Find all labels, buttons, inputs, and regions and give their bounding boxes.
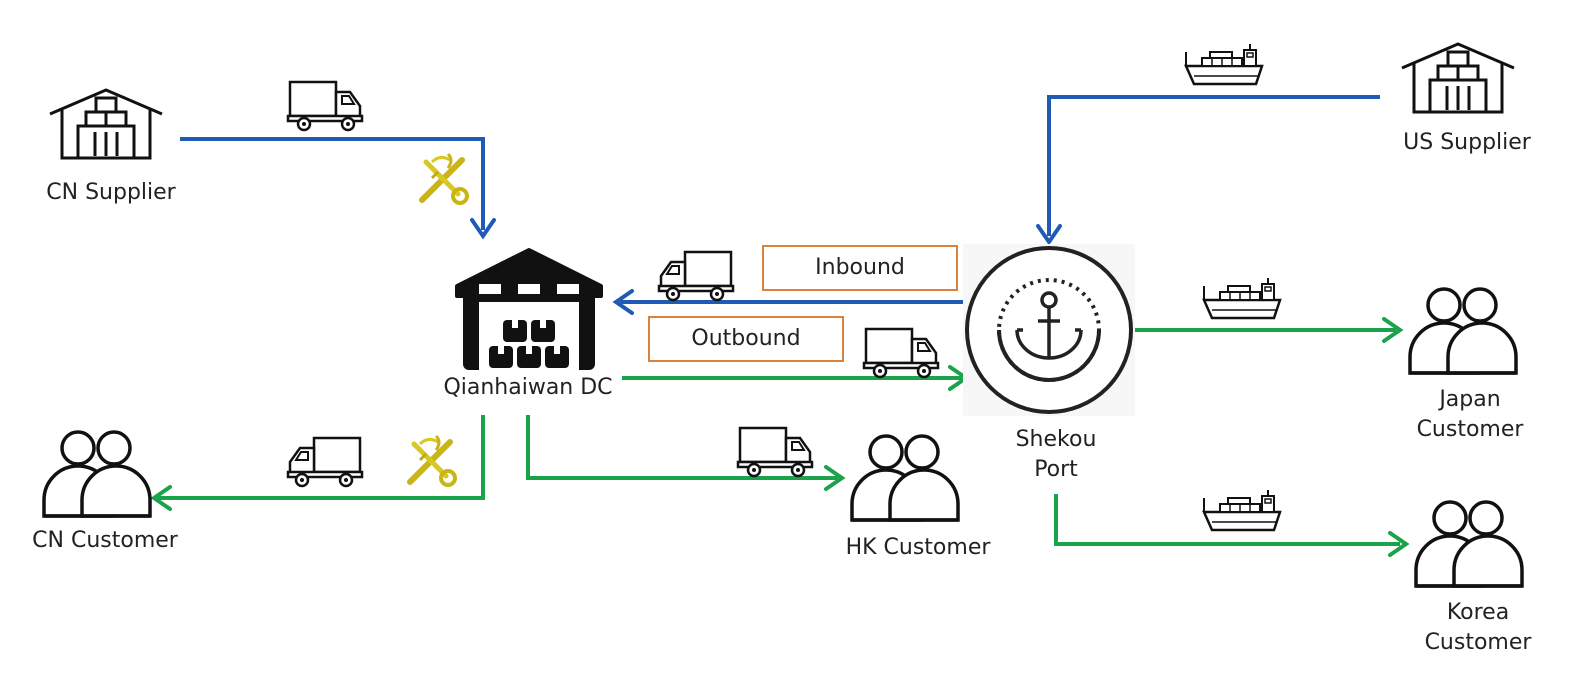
japan-customer-label-line1: Japan	[1439, 387, 1501, 412]
arrowhead	[612, 289, 634, 315]
port-label-line1: Shekou	[1015, 427, 1097, 452]
cn-customer-label: CN Customer	[32, 528, 178, 553]
arrowhead	[150, 485, 172, 511]
arrowhead	[470, 218, 496, 240]
korea-customer-label-line1: Korea	[1446, 600, 1510, 625]
ship-icon	[1202, 276, 1282, 320]
arrowhead	[824, 465, 846, 491]
ship-icon	[1184, 42, 1264, 86]
truck-icon	[657, 250, 735, 302]
truck-icon	[286, 436, 364, 488]
edge-dc-to-cn-customer	[150, 415, 485, 511]
japan-customer-label-line2: Customer	[1416, 417, 1524, 442]
inbound-label-box: Inbound	[762, 245, 958, 291]
edge-port-to-korea-customer	[1054, 494, 1410, 557]
edge-port-to-japan-customer	[1134, 317, 1404, 343]
customs-icon	[410, 436, 455, 485]
cn-customer-people-icon	[42, 430, 152, 518]
distribution-center-icon	[455, 248, 603, 370]
edge-port-to-dc-inbound	[612, 289, 966, 315]
edge-dc-to-port-outbound	[622, 365, 970, 391]
anchor-icon	[963, 244, 1135, 416]
us-supplier-label: US Supplier	[1403, 130, 1531, 155]
outbound-label-box: Outbound	[648, 316, 844, 362]
ship-icon	[1202, 488, 1282, 532]
dc-label: Qianhaiwan DC	[443, 375, 613, 400]
truck-icon	[736, 426, 814, 478]
arrowhead	[1382, 317, 1404, 343]
edge-cn-supplier-to-dc	[180, 137, 496, 240]
arrowhead	[1388, 531, 1410, 557]
arrowhead	[1036, 224, 1062, 246]
japan-customer-people-icon	[1408, 287, 1518, 375]
customs-icon	[422, 154, 467, 203]
port-label-line2: Port	[1034, 457, 1078, 482]
hk-customer-people-icon	[850, 434, 960, 522]
us-supplier-warehouse-icon	[1400, 42, 1516, 114]
edge-us-supplier-to-port	[1036, 95, 1380, 246]
hk-customer-label: HK Customer	[845, 535, 991, 560]
korea-customer-label-line2: Customer	[1424, 630, 1532, 655]
truck-icon	[862, 327, 940, 379]
cn-supplier-warehouse-icon	[48, 88, 164, 160]
cn-supplier-label: CN Supplier	[46, 180, 176, 205]
truck-icon	[286, 80, 364, 132]
edge-dc-to-hk-customer	[526, 415, 846, 491]
korea-customer-people-icon	[1414, 500, 1524, 588]
